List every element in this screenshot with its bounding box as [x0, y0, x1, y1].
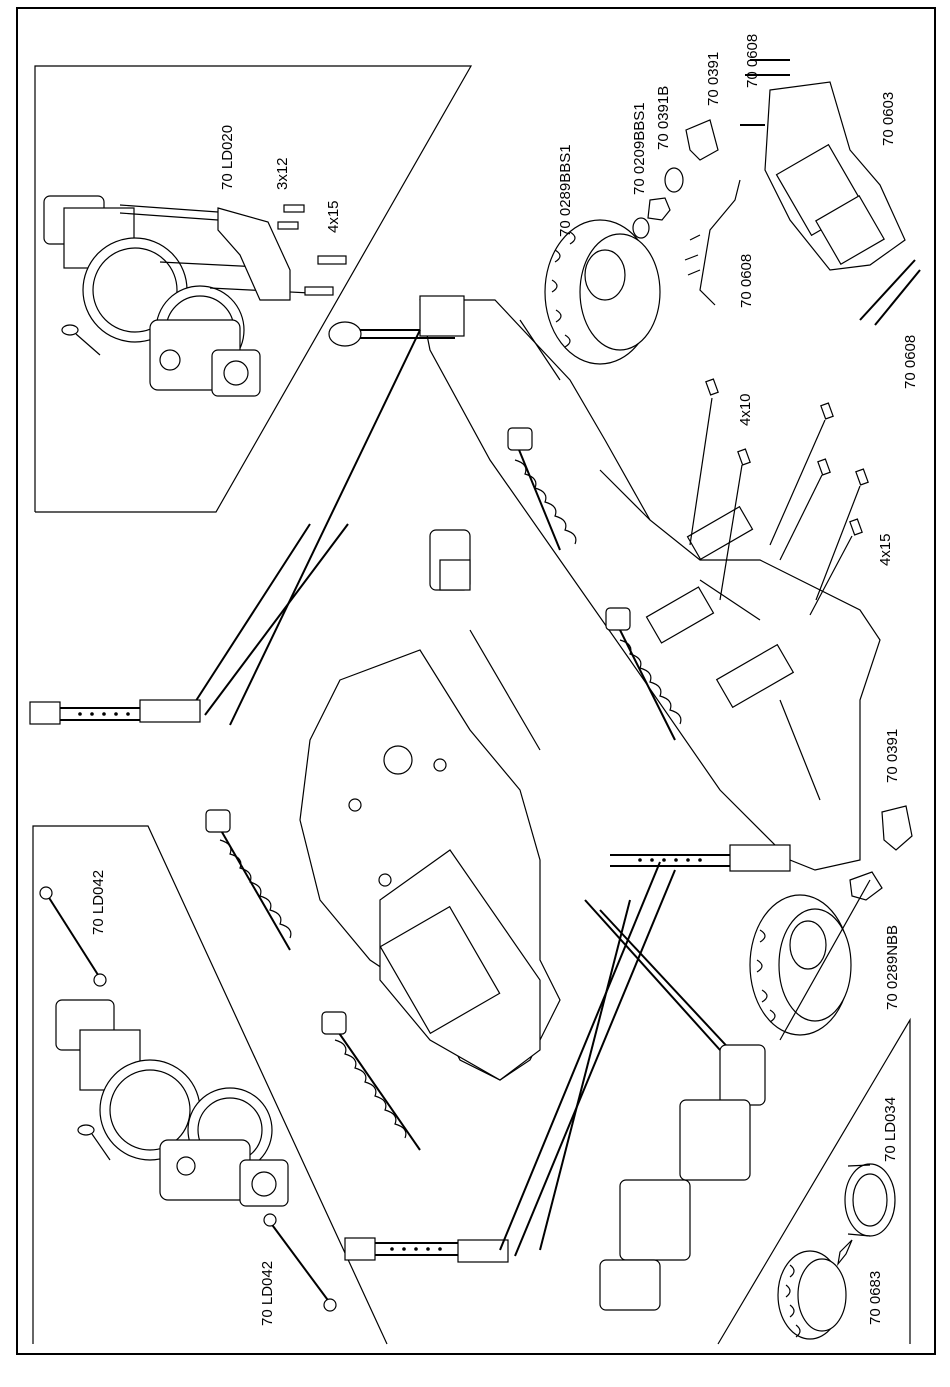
bearing-front [665, 168, 683, 192]
front-wheel [545, 220, 660, 364]
label-screw-4x15: 4x15 [877, 533, 894, 566]
wire-clip [700, 180, 740, 305]
hub-rear [882, 806, 912, 850]
tire-inset-drawing [778, 1251, 846, 1339]
label-hub-front-b: 70 0391B [655, 86, 672, 150]
label-pin-top: 70 0608 [744, 34, 761, 88]
label-rim: 70 LD034 [882, 1097, 899, 1162]
post-holes-left [78, 712, 130, 716]
washer-front [633, 218, 649, 238]
post-holes-bottom [390, 1247, 442, 1251]
shock-left [206, 810, 291, 950]
label-driveshaft-top: 70 LD042 [90, 870, 107, 935]
label-screw-4x10: 4x10 [737, 393, 754, 426]
label-screw-4x15-inset: 4x15 [325, 200, 342, 233]
label-wheel-front: 70 0289BBS1 [557, 144, 574, 237]
post-holes-right [638, 858, 702, 862]
label-wire-clip: 70 0608 [738, 254, 755, 308]
rim-drawing [845, 1164, 895, 1236]
inset-top-gearbox: 70 LD020 3x12 4x15 [35, 66, 471, 512]
nut-front [648, 198, 670, 220]
label-wheel-rear: 70 0289NBB [884, 925, 901, 1010]
label-screw-3x12: 3x12 [274, 157, 291, 190]
gearbox-bottom-drawing [56, 1000, 288, 1206]
shock-bottom [322, 1012, 420, 1150]
label-tire-inset: 70 0683 [867, 1271, 884, 1325]
label-bearing-front: 70 0209BBS1 [631, 102, 648, 195]
label-pin-bottom: 70 0608 [902, 335, 919, 389]
label-hub-front: 70 0391 [705, 52, 722, 106]
label-bumper-top: 70 0603 [880, 92, 897, 146]
rear-wheel [750, 895, 851, 1035]
hub-front [686, 120, 718, 160]
label-driveshaft-bottom: 70 LD042 [259, 1261, 276, 1326]
label-hub-rear: 70 0391 [884, 729, 901, 783]
label-top-gearbox: 70 LD020 [219, 125, 236, 190]
